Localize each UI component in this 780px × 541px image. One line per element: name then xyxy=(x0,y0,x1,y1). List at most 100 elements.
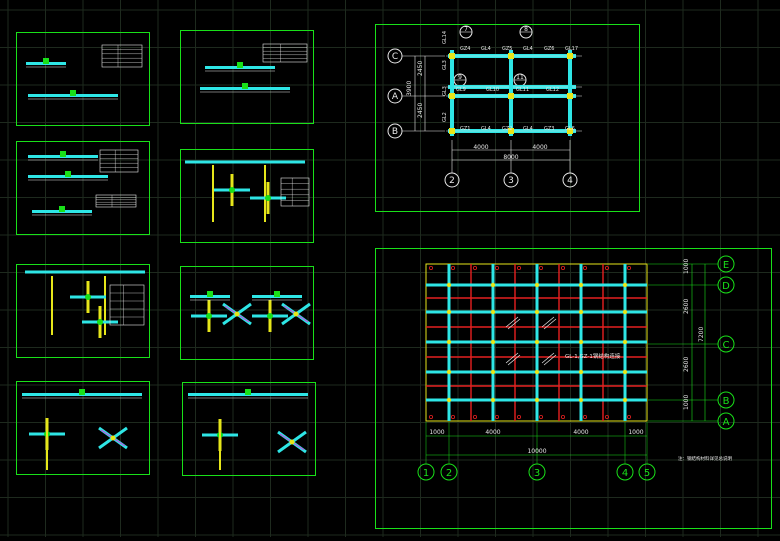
beam-label: GL17 xyxy=(565,46,578,52)
column-label: GL3 xyxy=(442,60,448,70)
column-node xyxy=(490,282,496,288)
steel-column xyxy=(567,93,573,99)
dim-text: 1000 xyxy=(683,395,690,410)
grid-plan-sheet xyxy=(375,248,772,529)
column-node xyxy=(534,282,540,288)
column-node xyxy=(578,282,584,288)
column-node xyxy=(622,369,628,375)
detail-sheet-1 xyxy=(16,32,150,126)
beam-label: GL4 xyxy=(481,126,491,132)
detail-sheet-4 xyxy=(180,149,314,243)
steel-column xyxy=(567,128,573,134)
column-node xyxy=(490,369,496,375)
bolt-node xyxy=(450,414,455,419)
hatch-mark xyxy=(543,354,557,366)
steel-column xyxy=(508,53,514,59)
dim-text: 1000 xyxy=(628,429,643,436)
dim-text: 2450 xyxy=(417,103,424,118)
axis-label: C xyxy=(392,52,398,62)
detail-node xyxy=(110,435,116,441)
beam-label: GL12 xyxy=(546,87,559,93)
bolt-node xyxy=(450,265,455,270)
column-label: GL3 xyxy=(442,86,448,96)
column-node xyxy=(446,397,452,403)
dim-text: 4000 xyxy=(573,429,588,436)
marker-label: 8 xyxy=(524,26,528,33)
hatch-mark xyxy=(541,352,555,364)
detail-table xyxy=(280,177,310,207)
marker-label: 7 xyxy=(464,26,468,33)
detail-table xyxy=(262,43,308,63)
beam-label: GZ1 xyxy=(460,126,470,132)
detail-node xyxy=(265,195,271,201)
axis-label: 2 xyxy=(449,176,455,186)
bolt-node xyxy=(494,265,499,270)
dim-text: 7200 xyxy=(698,327,705,342)
detail-node xyxy=(289,439,295,445)
axis-label: 5 xyxy=(644,468,650,479)
detail-sheet-6 xyxy=(180,266,314,360)
detail-plate xyxy=(207,291,213,297)
detail-node xyxy=(234,311,240,317)
column-node xyxy=(446,282,452,288)
detail-plate xyxy=(60,151,66,157)
beam-label: GZ5 xyxy=(502,46,512,52)
dim-text: 1000 xyxy=(429,429,444,436)
steel-column xyxy=(567,53,573,59)
column-node xyxy=(534,309,540,315)
column-node xyxy=(490,339,496,345)
column-node xyxy=(446,309,452,315)
detail-sheet-8 xyxy=(182,382,316,476)
bolt-node xyxy=(472,265,477,270)
bolt-node xyxy=(472,414,477,419)
column-label: GL14 xyxy=(442,31,448,44)
dim-text: 2450 xyxy=(417,61,424,76)
column-node xyxy=(622,339,628,345)
beam-label: GL4 xyxy=(523,46,533,52)
beam-label: GL9 xyxy=(456,87,466,93)
column-grid-plan: GL-1,GZ-1钢结构连接EDCBA100026002600100072001… xyxy=(417,255,735,481)
column-node xyxy=(578,339,584,345)
column-node xyxy=(622,309,628,315)
detail-node xyxy=(206,313,212,319)
detail-node xyxy=(293,311,299,317)
detail-plate xyxy=(237,62,243,68)
beam-label: GL4 xyxy=(523,126,533,132)
bolt-node xyxy=(605,414,610,419)
hatch-mark xyxy=(505,352,519,364)
axis-label: B xyxy=(392,127,398,137)
dim-text: 8000 xyxy=(503,154,518,161)
detail-node xyxy=(85,294,91,300)
column-node xyxy=(622,397,628,403)
column-node xyxy=(534,397,540,403)
column-node xyxy=(490,309,496,315)
axis-label: E xyxy=(723,260,729,271)
axis-label: 1 xyxy=(423,468,429,479)
detail-plate xyxy=(43,58,49,64)
dim-text: 4000 xyxy=(485,429,500,436)
detail-plate xyxy=(65,171,71,177)
beam-label: GZ6 xyxy=(544,46,554,52)
marker-label: 9 xyxy=(458,74,462,81)
axis-label: 3 xyxy=(508,176,514,186)
axis-label: 2 xyxy=(446,468,452,479)
dim-text: 4000 xyxy=(473,144,488,151)
detail-table xyxy=(109,284,145,326)
bolt-node xyxy=(428,414,433,419)
axis-label: 3 xyxy=(534,468,540,479)
detail-plate xyxy=(79,389,85,395)
hatch-mark xyxy=(543,318,557,330)
column-node xyxy=(622,282,628,288)
bolt-node xyxy=(539,265,544,270)
column-node xyxy=(578,369,584,375)
axis-label: 4 xyxy=(622,468,628,479)
bolt-node xyxy=(517,414,522,419)
column-node xyxy=(446,369,452,375)
steel-column xyxy=(449,93,455,99)
detail-sheet-7 xyxy=(16,381,150,475)
detail-sheet-2 xyxy=(180,30,314,124)
hatch-mark xyxy=(541,316,555,328)
beam-label: GL10 xyxy=(486,87,499,93)
plan-annotation: GL-1,GZ-1钢结构连接 xyxy=(565,352,621,360)
